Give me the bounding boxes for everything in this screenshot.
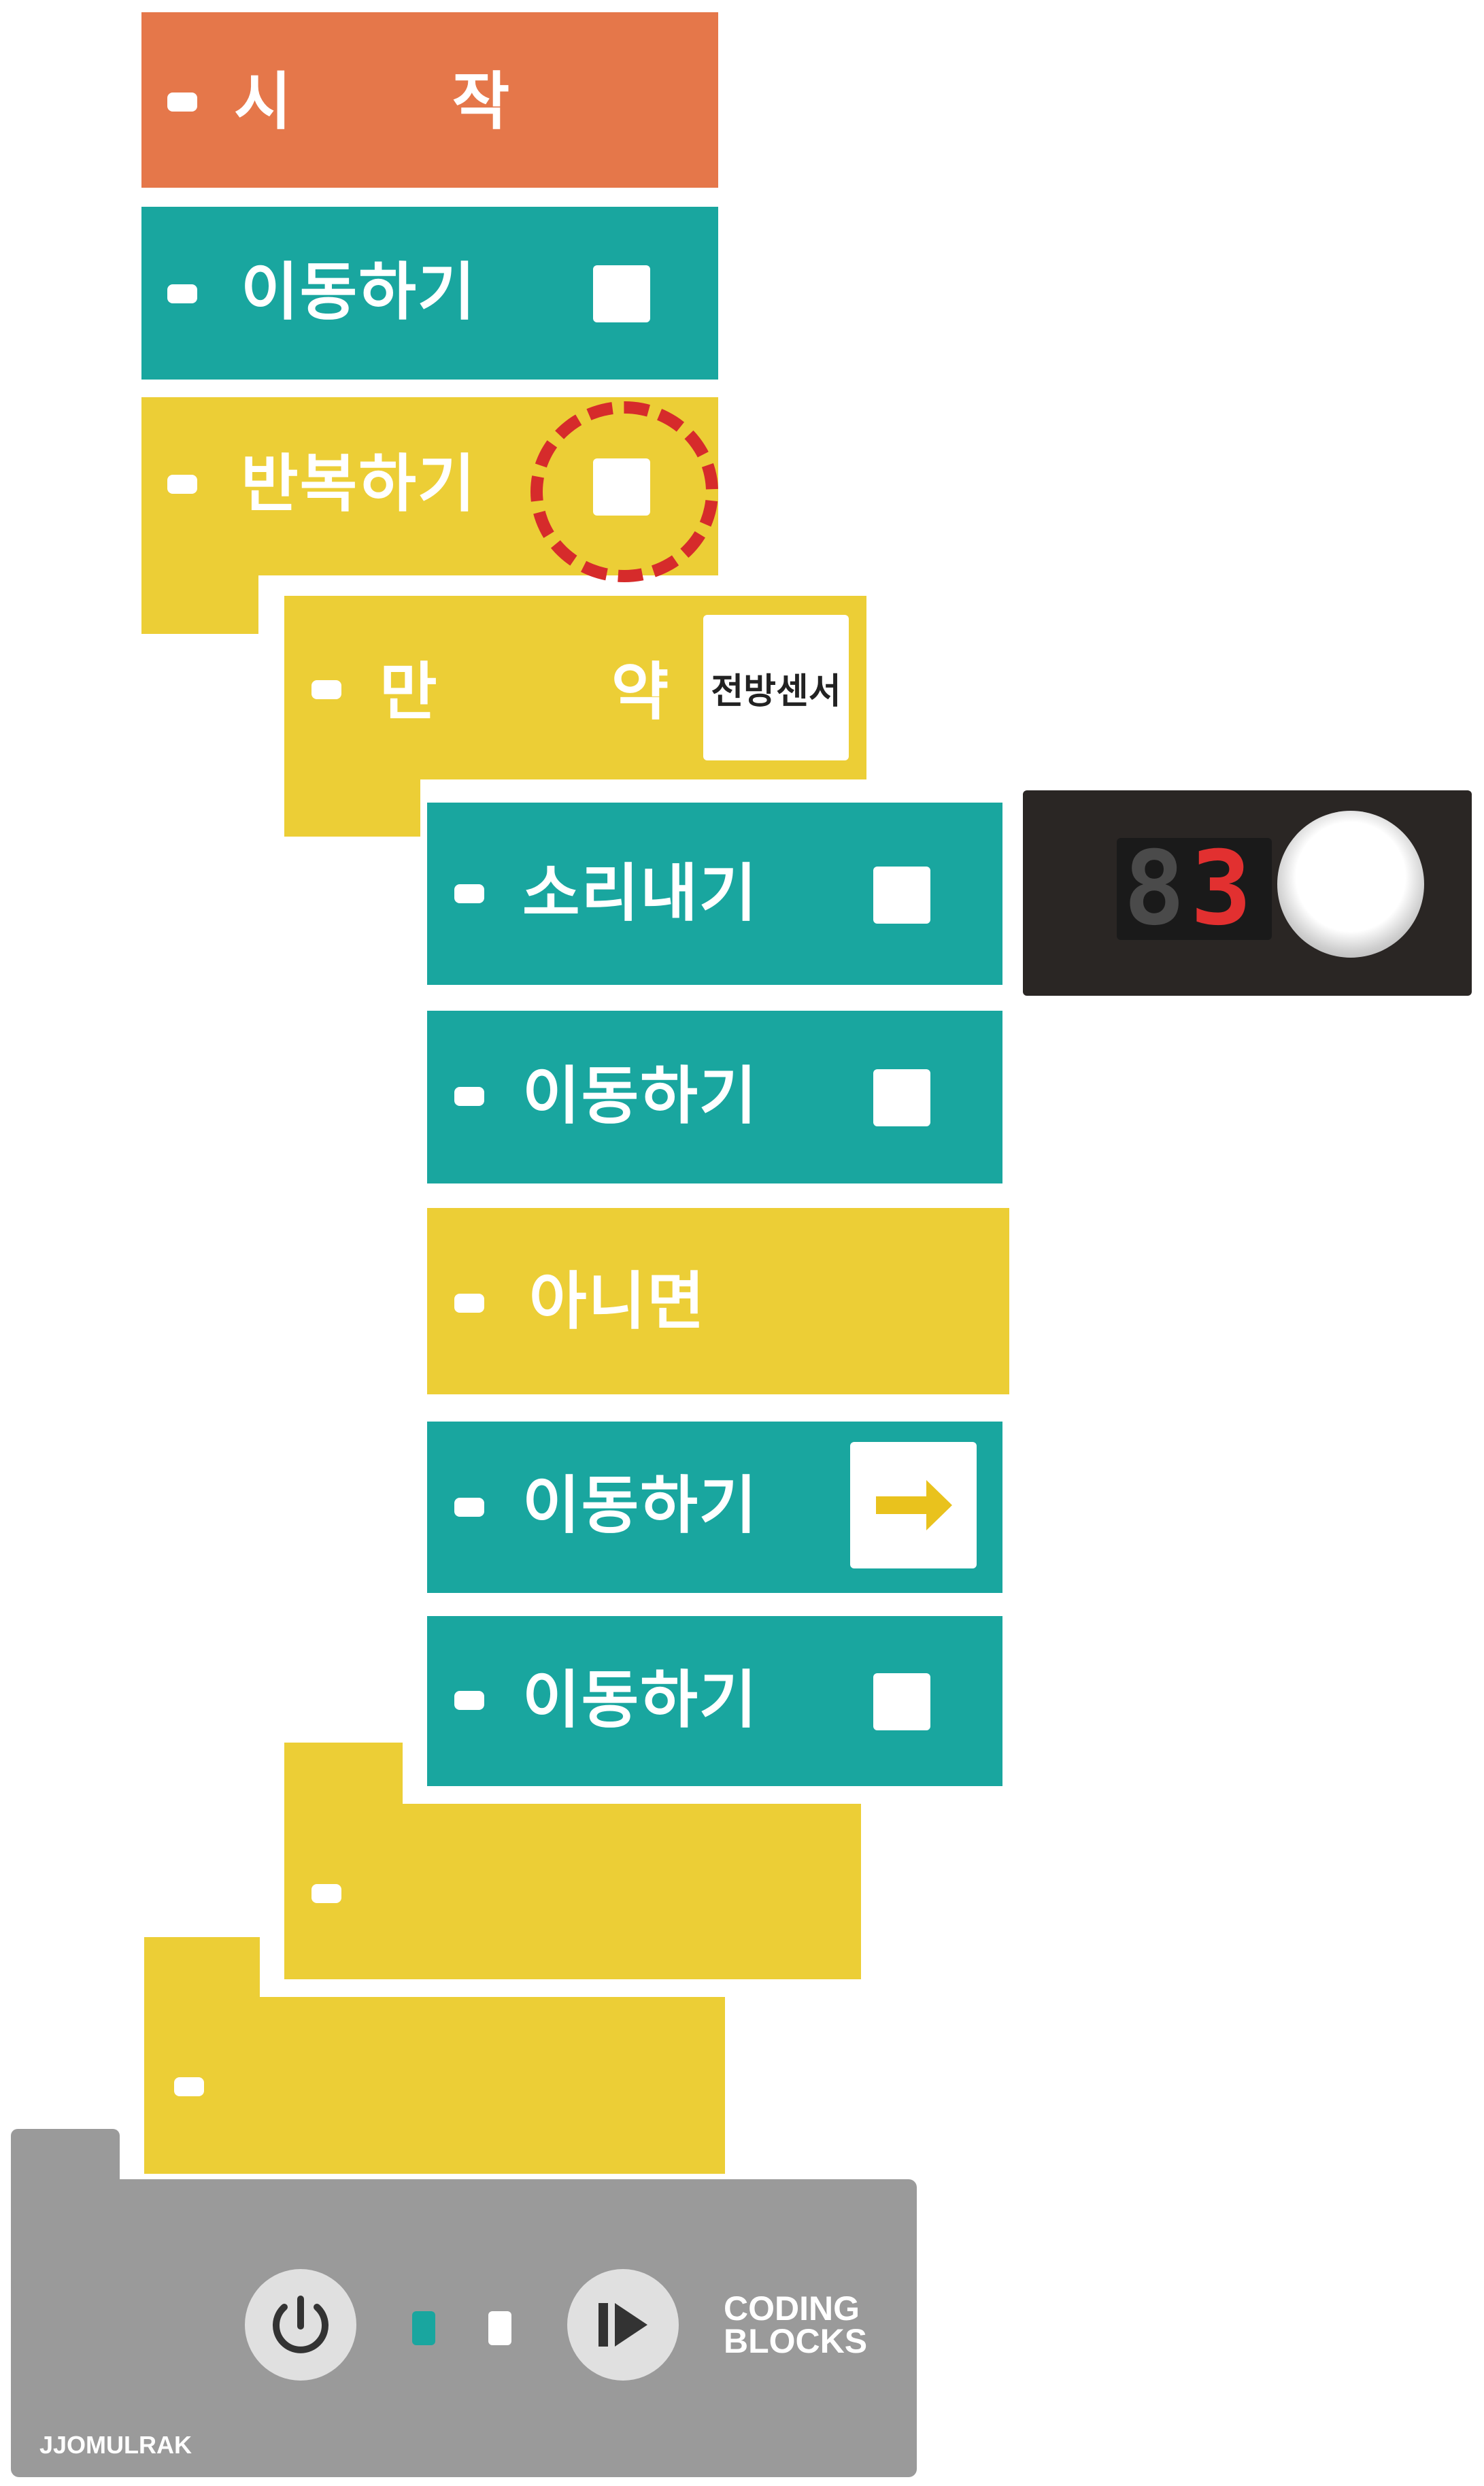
digit-display-module: 83 bbox=[1023, 790, 1472, 996]
connector-dot bbox=[167, 93, 197, 112]
connector-dot bbox=[454, 1294, 484, 1313]
move-label: 이동하기 bbox=[522, 1469, 758, 1542]
connector-dot bbox=[454, 1498, 484, 1517]
move-label: 이동하기 bbox=[522, 1060, 758, 1132]
connector-dot bbox=[454, 884, 484, 903]
move-label: 이동하기 bbox=[522, 1664, 758, 1736]
if-block-arm bbox=[284, 779, 420, 837]
sound-label: 소리내기 bbox=[522, 857, 758, 930]
else-label: 아니면 bbox=[529, 1265, 706, 1338]
start-block[interactable]: 시 작 bbox=[137, 8, 722, 192]
move-block-1[interactable]: 이동하기 bbox=[137, 203, 722, 384]
sound-block[interactable]: 소리내기 bbox=[423, 799, 1007, 989]
repeat-block-arm bbox=[141, 575, 258, 634]
product-name-line1: CODING bbox=[724, 2289, 860, 2328]
power-icon bbox=[273, 2296, 328, 2353]
connector-dot bbox=[311, 1884, 341, 1903]
if-end-block-notch bbox=[284, 1743, 403, 1804]
connector-dot bbox=[174, 2077, 204, 2096]
repeat-end-block-notch bbox=[144, 1937, 260, 1997]
if-label: 만 약 bbox=[380, 656, 671, 728]
empty-slot[interactable] bbox=[873, 1069, 930, 1126]
direction-slot[interactable] bbox=[850, 1442, 977, 1568]
if-block[interactable]: 만 약 전방센서 bbox=[284, 596, 866, 779]
else-block[interactable]: 아니면 bbox=[423, 1204, 1013, 1398]
front-sensor-slot[interactable]: 전방센서 bbox=[703, 615, 849, 760]
move-label: 이동하기 bbox=[241, 256, 477, 329]
power-button[interactable] bbox=[245, 2269, 356, 2381]
move-block-4[interactable]: 이동하기 bbox=[423, 1612, 1007, 1790]
if-end-block[interactable] bbox=[284, 1804, 861, 1979]
move-block-3[interactable]: 이동하기 bbox=[423, 1417, 1007, 1597]
push-button[interactable] bbox=[1277, 811, 1424, 958]
repeat-end-block[interactable] bbox=[144, 1997, 725, 2174]
highlight-circle bbox=[530, 401, 718, 582]
status-led-white bbox=[488, 2311, 511, 2345]
status-led-teal bbox=[412, 2311, 435, 2345]
move-block-2[interactable]: 이동하기 bbox=[423, 1007, 1007, 1188]
active-digit: 3 bbox=[1190, 830, 1258, 948]
empty-slot[interactable] bbox=[593, 265, 650, 322]
connector-dot bbox=[311, 680, 341, 699]
empty-slot[interactable] bbox=[873, 867, 930, 924]
product-name: CODING BLOCKS bbox=[724, 2289, 868, 2360]
seven-segment-display: 83 bbox=[1117, 838, 1272, 940]
repeat-label: 반복하기 bbox=[241, 448, 477, 520]
right-arrow-icon bbox=[876, 1480, 952, 1530]
connector-dot bbox=[454, 1691, 484, 1710]
product-name-line2: BLOCKS bbox=[724, 2322, 868, 2360]
controller-notch bbox=[11, 2129, 120, 2186]
connector-dot bbox=[167, 475, 197, 494]
start-label: 시 작 bbox=[234, 65, 511, 138]
connector-dot bbox=[454, 1087, 484, 1106]
controller-base: CODING BLOCKS JJOMULRAK bbox=[11, 2179, 917, 2477]
play-icon bbox=[598, 2303, 647, 2347]
brand-label: JJOMULRAK bbox=[39, 2431, 192, 2459]
empty-slot[interactable] bbox=[873, 1673, 930, 1730]
play-button[interactable] bbox=[567, 2269, 679, 2381]
connector-dot bbox=[167, 284, 197, 303]
inactive-digit: 8 bbox=[1124, 830, 1191, 948]
